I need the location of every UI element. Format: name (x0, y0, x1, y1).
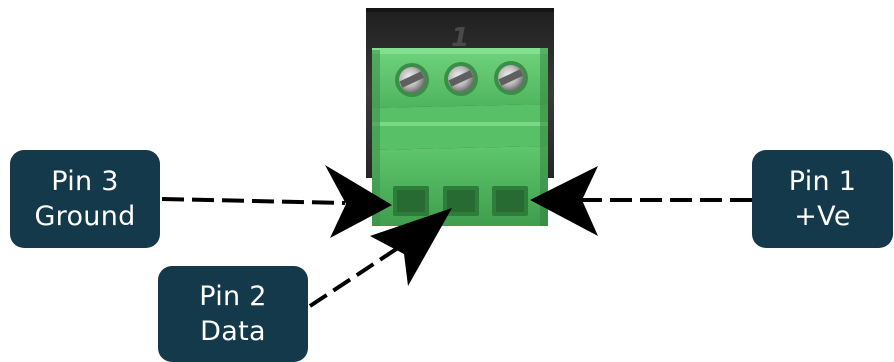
pin3-label: Pin 3 Ground (10, 150, 160, 248)
screw-head (395, 63, 429, 97)
arrow-pin2 (308, 208, 452, 308)
pin2-function: Data (200, 316, 266, 347)
wire-entry-slots (393, 186, 528, 216)
arrow-pin3 (161, 165, 392, 238)
pin2-title: Pin 2 (199, 281, 267, 312)
screw-head (494, 61, 528, 95)
housing-marking: 1 (451, 23, 469, 53)
screw-terminals (395, 61, 528, 97)
pin3-function: Ground (34, 201, 136, 232)
pin2-label: Pin 2 Data (158, 266, 308, 362)
arrow-pin1 (530, 166, 752, 236)
pin1-title: Pin 1 (788, 166, 857, 197)
screw-head (444, 62, 478, 96)
pin3-title: Pin 3 (51, 166, 119, 197)
pin1-label: Pin 1 +Ve (752, 150, 893, 248)
pin1-function: +Ve (794, 201, 851, 232)
